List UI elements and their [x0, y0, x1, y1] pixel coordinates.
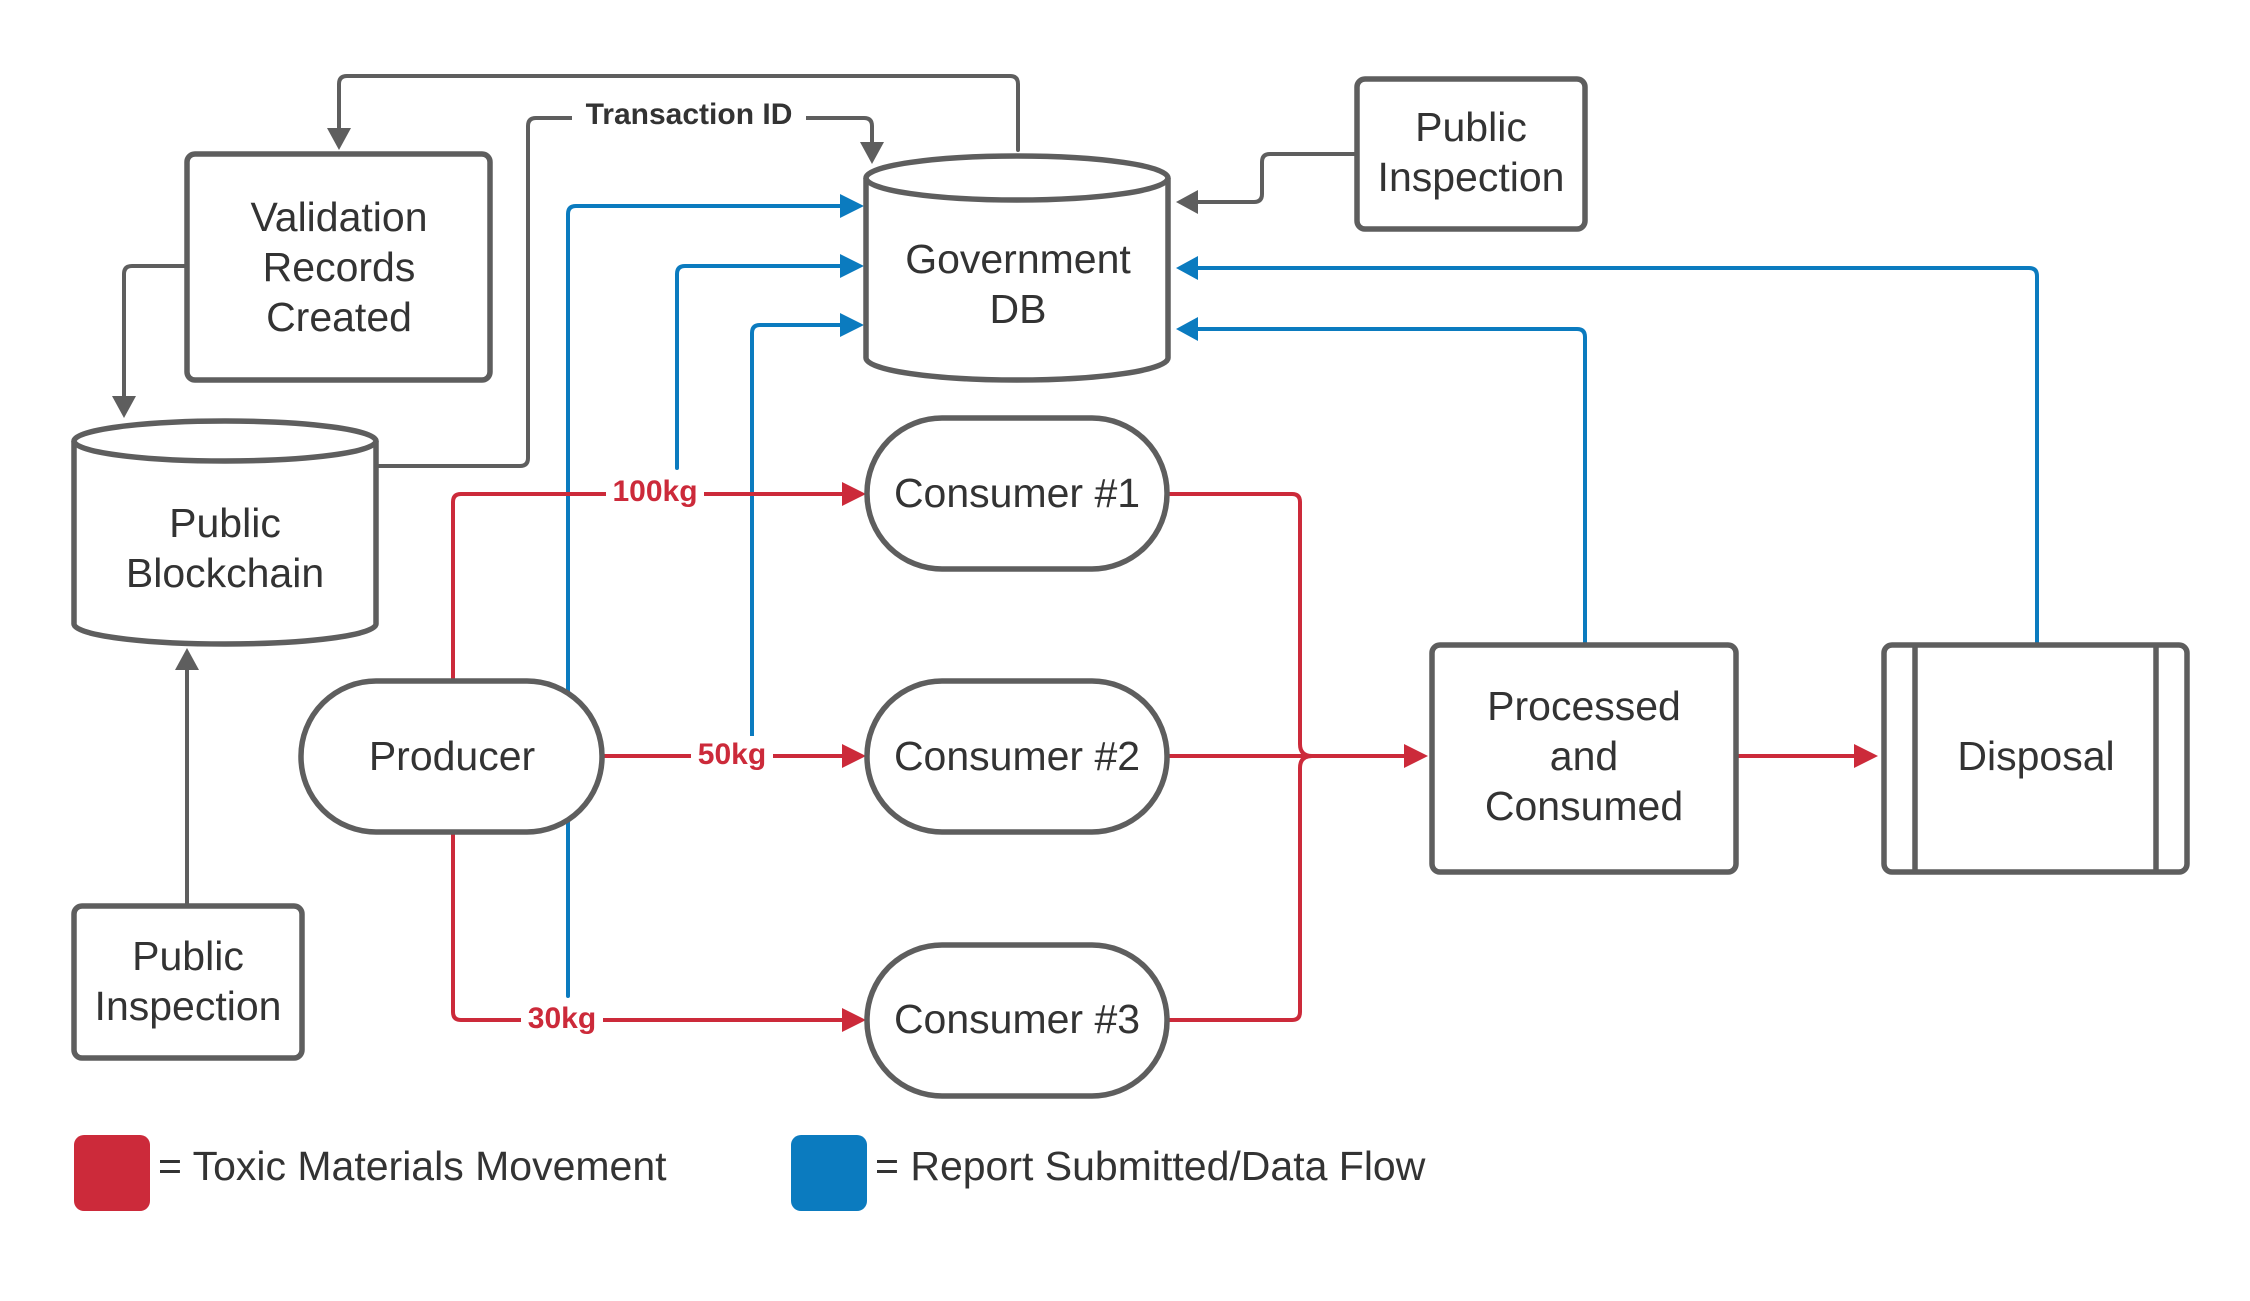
arrowhead — [842, 482, 866, 506]
arrowhead — [1176, 256, 1198, 280]
edge-label-bg — [606, 474, 704, 514]
edge-validation-to-blockchain — [122, 264, 187, 400]
edge-blockchain-to-gov-db — [374, 116, 874, 468]
edge-consumer-2-report — [750, 323, 844, 746]
arrowhead — [327, 128, 351, 150]
arrowhead — [842, 1008, 866, 1032]
edge-consumer-1-to-merge — [1165, 492, 1314, 758]
arrowhead — [842, 744, 866, 768]
edge-label-50kg: 50kg — [698, 738, 766, 771]
arrowhead — [175, 648, 199, 670]
legend-label-toxic: = Toxic Materials Movement — [158, 1143, 667, 1189]
legend-swatch-report — [791, 1135, 867, 1211]
edge-processed-report — [1194, 327, 1587, 646]
node-label: Consumer #2 — [894, 733, 1140, 779]
edge-label-100kg: 100kg — [612, 475, 697, 508]
node-label: Disposal — [1957, 733, 2114, 779]
edge-gov-db-to-validation — [337, 74, 1020, 152]
node-consumer-2[interactable]: Consumer #2 — [864, 678, 1170, 835]
arrowhead — [1854, 744, 1878, 768]
edge-consumer-3-to-merge — [1165, 754, 1314, 1022]
edge-producer-report — [566, 204, 844, 998]
node-consumer-1[interactable]: Consumer #1 — [864, 415, 1170, 572]
node-disposal[interactable]: Disposal — [1881, 642, 2190, 875]
node-label: Consumer #3 — [894, 996, 1140, 1042]
node-producer[interactable]: Producer — [298, 678, 605, 835]
arrowhead — [1404, 744, 1428, 768]
edge-label-30kg: 30kg — [528, 1002, 596, 1035]
node-consumer-3[interactable]: Consumer #3 — [864, 942, 1170, 1099]
edge-label-bg — [572, 94, 806, 134]
arrowhead — [1176, 190, 1198, 214]
arrowhead — [840, 313, 864, 337]
legend-swatch-toxic — [74, 1135, 150, 1211]
node-label: Producer — [369, 733, 535, 779]
edge-label-transaction-id: Transaction ID — [586, 98, 793, 131]
arrowhead — [840, 194, 864, 218]
arrowhead — [840, 254, 864, 278]
edge-producer-to-consumer-3 — [451, 830, 846, 1022]
arrowhead — [112, 396, 136, 418]
edge-label-bg — [521, 998, 603, 1038]
node-label: Consumer #1 — [894, 470, 1140, 516]
legend-label-report: = Report Submitted/Data Flow — [875, 1143, 1426, 1189]
edge-label-bg — [691, 736, 773, 776]
edge-disposal-report — [1194, 266, 2039, 646]
legend: = Toxic Materials Movement = Report Subm… — [74, 1135, 1426, 1211]
edge-inspection-right-to-gov-db — [1194, 152, 1356, 204]
arrowhead — [1176, 317, 1198, 341]
edge-consumer-1-report — [675, 264, 844, 470]
arrowhead — [860, 142, 884, 164]
edge-producer-to-consumer-1 — [451, 492, 846, 682]
